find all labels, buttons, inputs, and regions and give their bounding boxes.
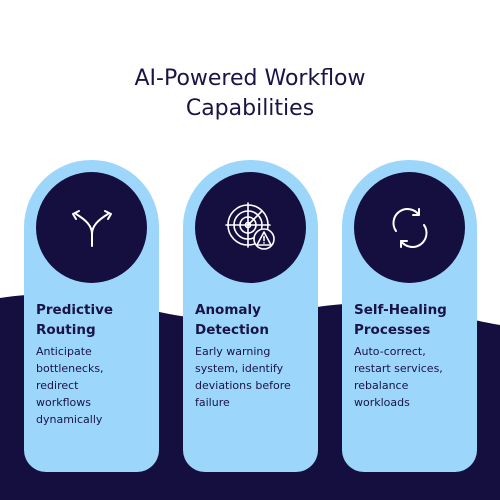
card-predictive-routing: Predictive Routing Anticipate bottleneck… bbox=[24, 160, 159, 472]
card-title: Self-Healing Processes bbox=[354, 302, 447, 338]
card-title: Predictive Routing bbox=[36, 302, 114, 338]
card-description: Anticipate bottlenecks, redirect workflo… bbox=[36, 345, 104, 426]
icon-badge bbox=[354, 172, 465, 283]
card-description: Early warning system, identify deviation… bbox=[195, 345, 291, 409]
page-title-line-2: Capabilities bbox=[185, 96, 315, 121]
page-title-line-1: AI-Powered Workflow bbox=[134, 66, 366, 91]
split-arrows-icon bbox=[71, 209, 112, 247]
card-description: Auto-correct, restart services, rebalanc… bbox=[354, 345, 443, 409]
page-title: AI-Powered Workflow Capabilities bbox=[0, 64, 500, 124]
icon-badge bbox=[195, 172, 306, 283]
card-anomaly-detection: Anomaly Detection Early warning system, … bbox=[183, 160, 318, 472]
radar-warning-icon bbox=[224, 201, 275, 250]
icon-badge bbox=[36, 172, 147, 283]
card-title: Anomaly Detection bbox=[195, 302, 269, 338]
refresh-cycle-icon bbox=[391, 207, 428, 248]
card-self-healing-processes: Self-Healing Processes Auto-correct, res… bbox=[342, 160, 477, 472]
